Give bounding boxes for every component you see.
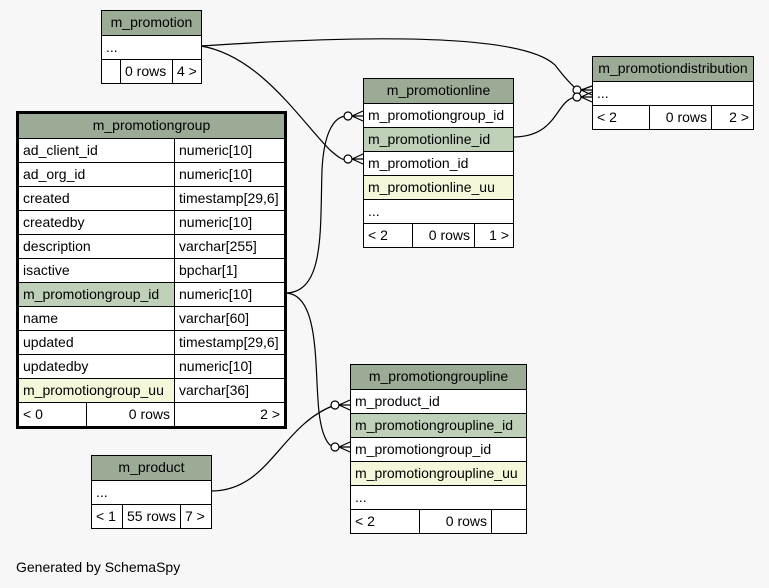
parents-count: < 0 (23, 406, 43, 422)
row-count: 55 rows (122, 505, 180, 528)
parents-count: < 1 (96, 508, 116, 524)
table-m-promotiongroup[interactable]: m_promotiongroup ad_client_id numeric[10]… (16, 111, 287, 429)
children-count: 2 > (711, 106, 753, 129)
table-title[interactable]: m_promotiongroup (92, 117, 211, 133)
column-type: varchar[36] (174, 379, 284, 402)
column-type: numeric[10] (174, 355, 284, 378)
column-ellipsis: ... (355, 489, 367, 505)
table-m-promotiongroupline[interactable]: m_promotiongroupline m_product_id m_prom… (350, 364, 527, 534)
column-name: description (23, 238, 91, 254)
table-m-promotionline[interactable]: m_promotionline m_promotiongroup_id m_pr… (363, 78, 514, 248)
row-count: 0 rows (649, 106, 711, 129)
table-m-product[interactable]: m_product ... < 1 55 rows 7 > (91, 455, 212, 529)
table-title[interactable]: m_promotiongroupline (368, 368, 509, 384)
generated-by-label: Generated by SchemaSpy (16, 559, 181, 575)
column-name: m_promotiongroup_id (19, 283, 174, 306)
column-name: ad_org_id (23, 166, 86, 182)
table-m-promotion[interactable]: m_promotion ... 0 rows 4 > (101, 10, 202, 84)
column-ellipsis: ... (368, 203, 380, 219)
column-name: createdby (23, 214, 85, 230)
column-name: m_promotiongroupline_id (355, 417, 513, 433)
column-name: m_promotiongroupline_uu (355, 465, 518, 481)
column-name: m_promotion_id (368, 155, 469, 171)
column-type: numeric[10] (174, 139, 284, 162)
table-title[interactable]: m_promotionline (386, 82, 491, 98)
column-name: m_promotiongroup_id (355, 441, 492, 457)
parents-count: < 2 (597, 109, 617, 125)
table-m-promotiondistribution[interactable]: m_promotiondistribution ... < 2 0 rows 2… (592, 56, 754, 130)
row-count: 0 rows (86, 403, 174, 426)
column-type: numeric[10] (174, 283, 284, 306)
column-type: numeric[10] (174, 211, 284, 234)
column-type: timestamp[29,6] (174, 331, 284, 354)
row-count: 0 rows (120, 60, 172, 83)
column-type: timestamp[29,6] (174, 187, 284, 210)
row-count: 0 rows (419, 510, 491, 533)
column-name: m_promotionline_id (368, 131, 491, 147)
children-count (491, 510, 526, 533)
column-type: bpchar[1] (174, 259, 284, 282)
children-count: 2 > (174, 403, 284, 426)
column-type: varchar[255] (174, 235, 284, 258)
column-type: numeric[10] (174, 163, 284, 186)
column-ellipsis: ... (96, 484, 108, 500)
column-name: created (23, 190, 70, 206)
column-name: name (23, 310, 59, 326)
column-ellipsis: ... (106, 39, 118, 55)
column-name: isactive (23, 262, 70, 278)
parents-count: < 2 (368, 227, 388, 243)
children-count: 1 > (474, 224, 513, 247)
column-name: m_promotiongroup_uu (19, 379, 174, 402)
parents-count: < 2 (355, 513, 375, 529)
row-count: 0 rows (412, 224, 474, 247)
children-count: 7 > (180, 505, 211, 528)
column-name: updated (23, 334, 74, 350)
parents-count (102, 60, 120, 83)
column-name: m_promotionline_uu (368, 179, 495, 195)
column-name: updatedby (23, 358, 89, 374)
column-type: varchar[60] (174, 307, 284, 330)
column-ellipsis: ... (597, 85, 609, 101)
column-name: m_product_id (355, 393, 440, 409)
table-title[interactable]: m_product (118, 459, 185, 475)
column-name: ad_client_id (23, 142, 98, 158)
children-count: 4 > (172, 60, 201, 83)
table-title[interactable]: m_promotion (110, 14, 193, 30)
column-name: m_promotiongroup_id (368, 107, 505, 123)
table-title[interactable]: m_promotiondistribution (598, 60, 748, 76)
